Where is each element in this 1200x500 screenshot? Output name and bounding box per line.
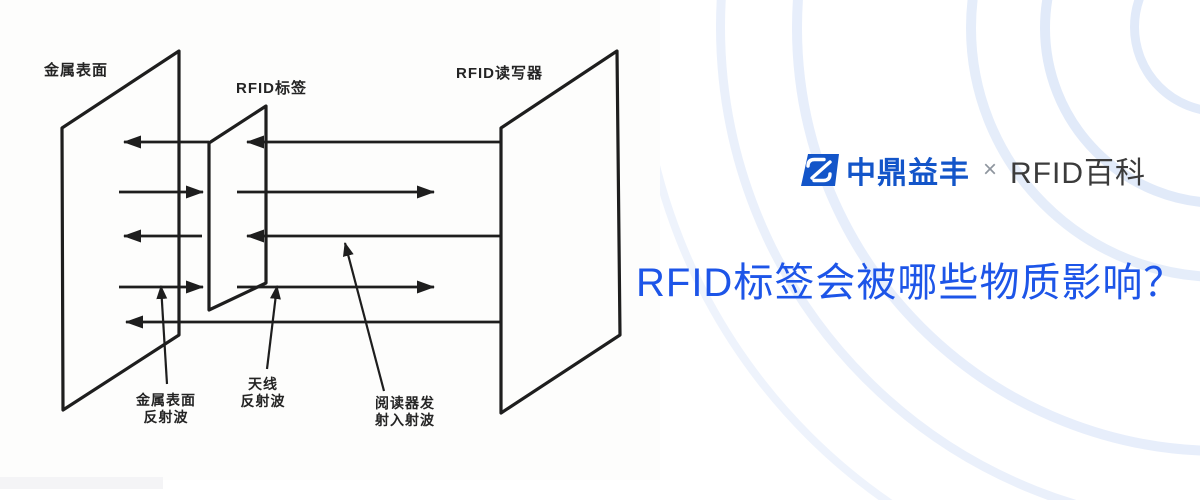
pointer-antenna-reflected	[265, 285, 281, 370]
rfid-tag-plane	[207, 104, 268, 312]
rfid-diagram-canvas	[60, 49, 622, 415]
rfid-diagram: 金属表面 RFID标签 RFID读写器 金属表面 反射波 天线 反射波 阅读器发…	[44, 49, 622, 429]
brand-separator: ×	[983, 156, 998, 183]
label-antenna-reflected-wave: 天线 反射波	[215, 376, 311, 410]
label-rfid-reader: RFID读写器	[456, 65, 543, 82]
radio-wave-arc	[1130, 0, 1200, 116]
pointer-metal-reflected	[156, 285, 169, 385]
radio-wave-arc	[792, 0, 1200, 456]
radio-wave-arc	[966, 0, 1200, 282]
label-metal-surface: 金属表面	[44, 62, 109, 79]
label-reader-incident-wave: 阅读器发 射入射波	[357, 395, 453, 429]
label-metal-reflected-wave: 金属表面 反射波	[118, 392, 214, 426]
label-line: 金属表面	[136, 392, 196, 408]
label-line: 天线	[248, 376, 278, 392]
metal-surface-plane	[60, 49, 181, 412]
brand-name: 中鼎益丰	[846, 157, 970, 190]
label-rfid-tag: RFID标签	[236, 80, 307, 97]
label-line: 阅读器发	[375, 395, 435, 411]
label-line: 射入射波	[375, 412, 435, 428]
label-line: 反射波	[143, 409, 189, 425]
page-title: RFID标签会被哪些物质影响？	[636, 261, 1185, 305]
scan-artifact	[0, 477, 163, 489]
branding-row: 中鼎益丰 × RFID百科	[799, 151, 1147, 190]
pointer-reader-incident	[342, 242, 386, 392]
brand-partner: RFID百科	[1010, 157, 1147, 190]
rfid-reader-plane	[499, 49, 622, 415]
label-line: 反射波	[240, 393, 286, 409]
zhongding-logo-icon	[801, 154, 839, 186]
